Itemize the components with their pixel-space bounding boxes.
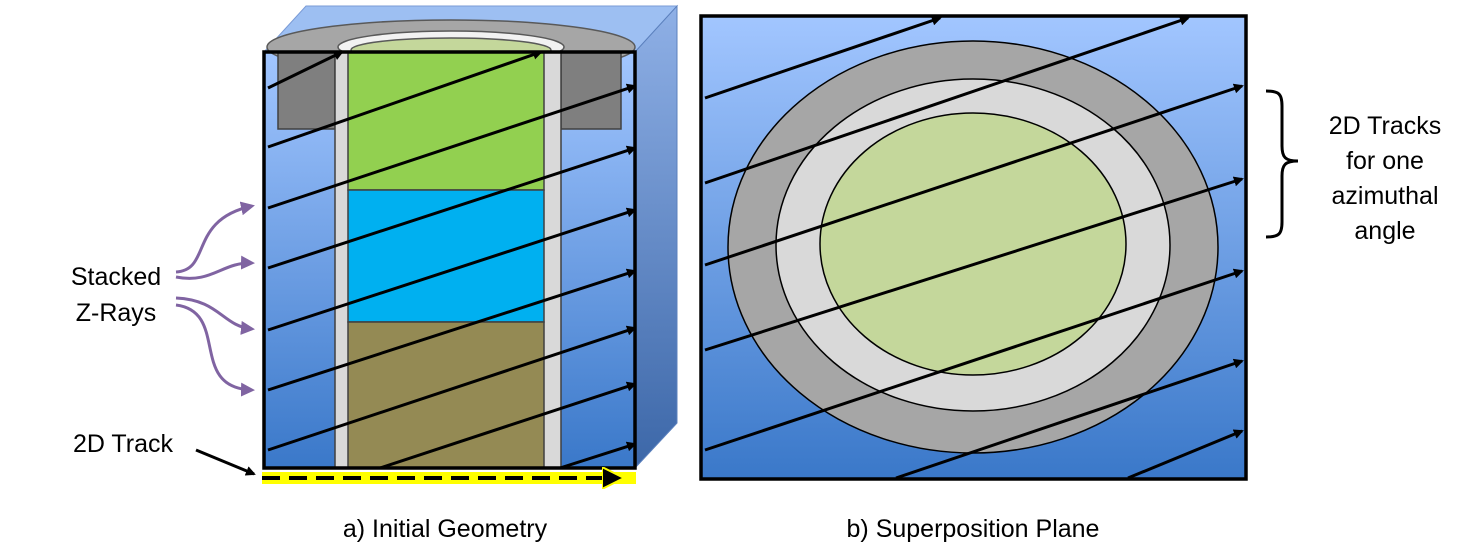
stacked-label: Stacked xyxy=(71,263,161,291)
track-2d xyxy=(704,268,1244,452)
panel-a-initial-geometry xyxy=(262,4,679,478)
track-2d xyxy=(895,358,1244,479)
box-side-face xyxy=(634,4,678,470)
purple-arrow xyxy=(175,303,255,397)
inner-fuel-pale-green xyxy=(819,112,1127,376)
lower-region-olive xyxy=(347,321,545,469)
caption-a: a) Initial Geometry xyxy=(343,515,548,543)
z-ray xyxy=(267,52,543,149)
z-rays-label: Z-Rays xyxy=(76,299,157,327)
tracks-label-line3: azimuthal xyxy=(1332,182,1439,210)
z-ray xyxy=(267,325,635,452)
fuel-region-green xyxy=(347,51,545,191)
track-2d xyxy=(704,16,942,100)
stacked-z-rays-annotation: Stacked Z-Rays 2D Track xyxy=(71,201,256,476)
purple-arrow xyxy=(175,296,255,335)
cap-right-block xyxy=(560,51,622,130)
z-rays xyxy=(267,52,635,468)
purple-arrow xyxy=(175,201,255,274)
water-region-blue xyxy=(347,189,545,323)
z-ray xyxy=(267,145,635,270)
panel-b-superposition-plane xyxy=(699,14,1248,481)
purple-arrow xyxy=(175,255,255,280)
track-2d-label: 2D Track xyxy=(73,430,174,458)
box-front-border xyxy=(262,50,637,470)
track-2d xyxy=(704,83,1244,267)
z-ray xyxy=(379,381,635,468)
track-2d-pointer-arrow xyxy=(195,448,256,476)
tracks-label-line1: 2D Tracks xyxy=(1329,112,1442,140)
tracks-bracket-annotation: 2D Tracks for one azimuthal angle xyxy=(1265,89,1442,245)
track-2d xyxy=(1127,429,1244,479)
curly-bracket xyxy=(1265,89,1299,239)
z-ray xyxy=(267,52,344,90)
tracks-label-line2: for one xyxy=(1346,147,1424,175)
track-2d xyxy=(704,16,1190,185)
z-ray xyxy=(267,268,635,392)
z-ray xyxy=(267,207,635,332)
caption-b: b) Superposition Plane xyxy=(847,515,1100,543)
z-ray xyxy=(267,83,635,210)
plane-border xyxy=(699,14,1248,481)
tracks-label-line4: angle xyxy=(1354,217,1415,245)
track-2d xyxy=(704,176,1244,352)
tracks-2d xyxy=(704,16,1244,479)
cap-left-block xyxy=(277,51,336,130)
z-ray xyxy=(559,441,635,468)
